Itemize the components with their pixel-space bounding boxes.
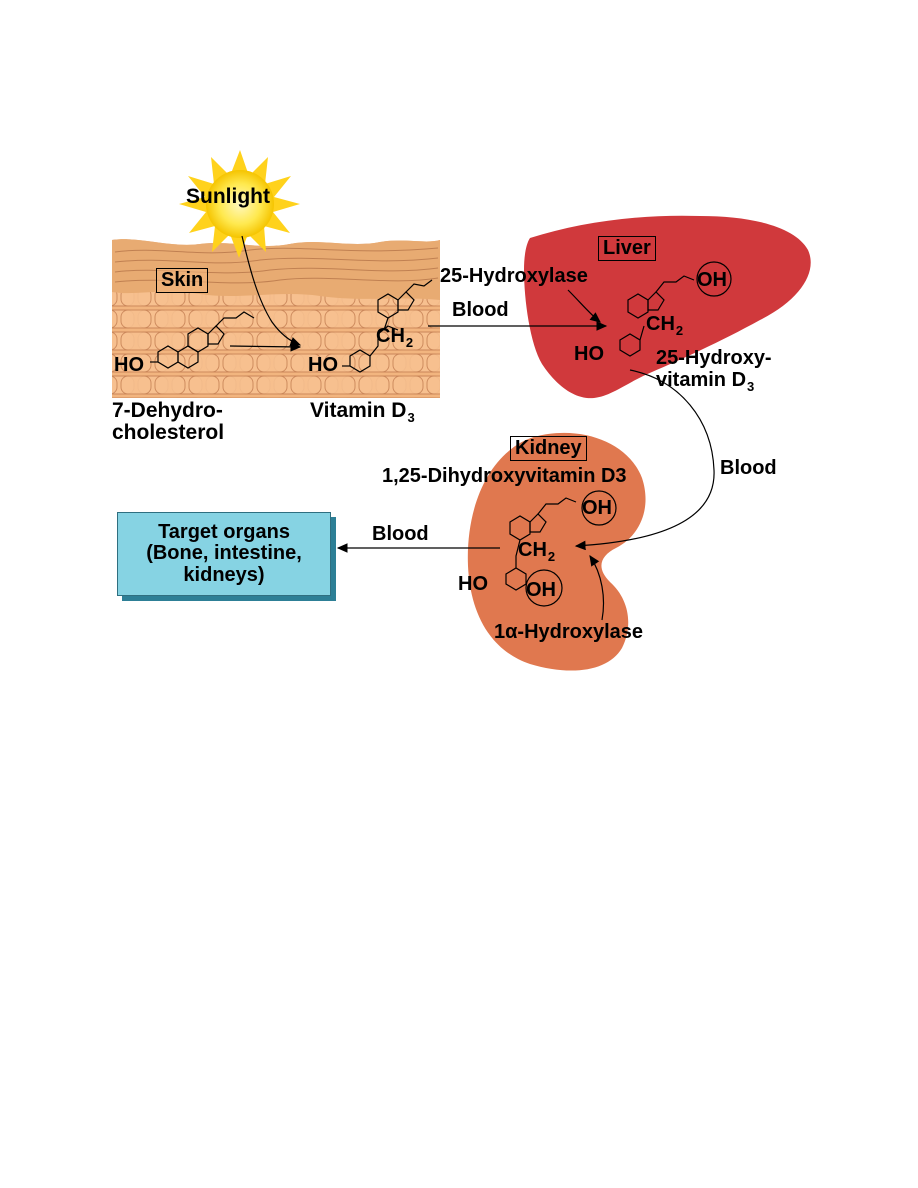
molecule-7-dehydrocholesterol	[150, 311, 255, 369]
liver-enzyme-label: 25-Hydroxylase	[440, 265, 588, 287]
liver-enzyme-arrow	[567, 289, 601, 323]
vitamin-d3-label: Vitamin D3	[310, 399, 415, 425]
sunlight-label: Sunlight	[186, 185, 270, 208]
target-organs-line1: Target organs	[158, 520, 290, 543]
sun-icon	[179, 150, 300, 258]
ho-label-dehydro: HO	[114, 354, 144, 376]
ho-label-kidney: HO	[458, 573, 488, 595]
hydroxyvitamin-label-line1: 25-Hydroxy-	[656, 347, 772, 369]
skin-label: Skin	[156, 268, 209, 293]
liver-shape	[524, 215, 811, 399]
ho-label-vitd3: HO	[308, 354, 338, 376]
blood-label-skin-to-liver: Blood	[452, 299, 509, 321]
blood-label-liver-to-kidney: Blood	[720, 457, 777, 479]
dehydrocholesterol-label-line2: cholesterol	[112, 421, 225, 444]
target-organs-line3: kidneys)	[183, 563, 265, 586]
molecule-25-hydroxyvitamin-d3	[619, 261, 732, 357]
blood-arrow-liver-to-kidney	[574, 369, 715, 551]
molecule-vitamin-d3	[342, 279, 433, 373]
skin-tissue	[112, 239, 440, 398]
sunlight-arrow	[241, 235, 302, 347]
dehydrocholesterol-label-line1: 7-Dehydro-	[112, 399, 223, 422]
ch2-label-kidney: CH2	[518, 539, 556, 564]
kidney-enzyme-label: 1α-Hydroxylase	[494, 621, 644, 643]
target-organs-box: Target organs (Bone, intestine, kidneys)	[117, 512, 331, 596]
dihydroxyvitamin-label: 1,25-Dihydroxyvitamin D3	[382, 465, 627, 487]
hydroxyvitamin-label-line2: vitamin D3	[656, 369, 755, 394]
molecule-1-25-dihydroxyvitamin-d3	[505, 490, 617, 607]
kidney-enzyme-arrow	[589, 555, 605, 621]
kidney-label: Kidney	[510, 436, 587, 461]
oh-label-liver: OH	[697, 269, 727, 291]
ch2-label-vitd3: CH2	[376, 325, 414, 350]
kidney-shape	[467, 432, 646, 671]
ch2-label-liver: CH2	[646, 313, 684, 338]
ho-label-liver: HO	[574, 343, 604, 365]
oh-label-kidney-top: OH	[582, 497, 612, 519]
skin-conversion-arrow	[229, 342, 302, 352]
liver-label: Liver	[598, 236, 656, 261]
target-organs-line2: (Bone, intestine,	[146, 542, 302, 565]
blood-label-kidney-to-target: Blood	[372, 523, 429, 545]
oh-label-kidney-bottom: OH	[526, 579, 556, 601]
